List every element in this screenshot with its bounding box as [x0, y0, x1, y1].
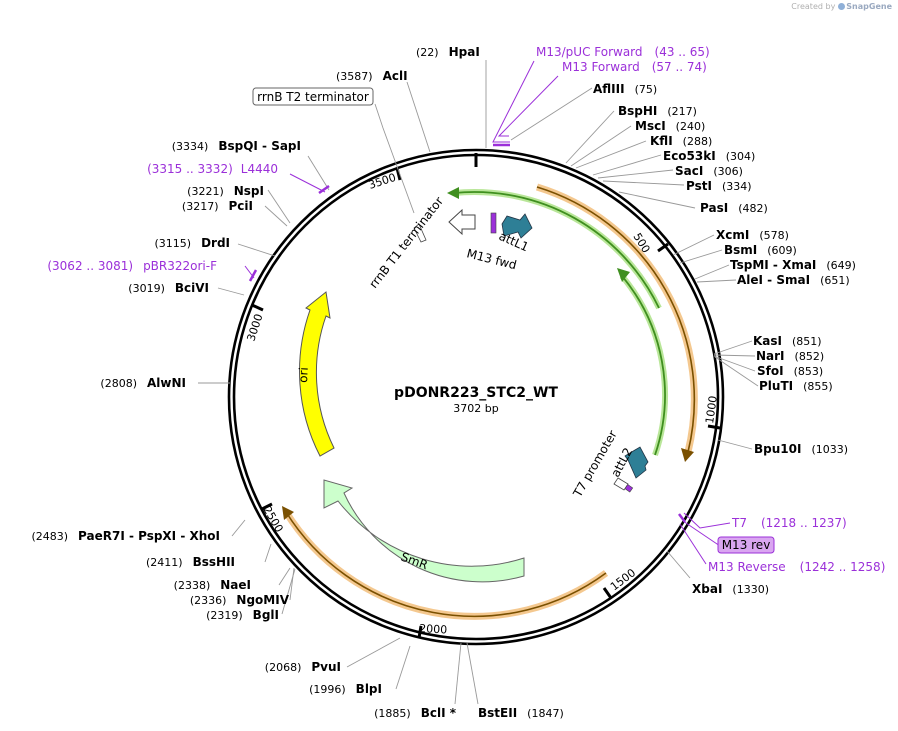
orf-arc-bottom [285, 511, 607, 618]
tick-marks [251, 153, 721, 639]
ori-feature [299, 291, 335, 457]
smr-feature [323, 479, 525, 583]
tick-500 [657, 242, 669, 253]
primer-pbr322ori-f: (3062 .. 3081)pBR322ori-F [47, 259, 217, 273]
enzyme-bcivi: (3019)BciVI [128, 281, 209, 295]
orf-arc-right [536, 186, 696, 453]
enzyme-drdi: (3115)DrdI [154, 236, 230, 250]
rrnb-t1-label: rrnB T1 terminator [366, 194, 446, 291]
tick-label-1000: 1000 [703, 395, 720, 425]
primer-leader-lines [244, 60, 731, 565]
rrnb-t2-label-box [252, 87, 374, 106]
enzyme-bsmi: BsmI(609) [724, 243, 797, 257]
enzyme-labels-right: (22)HpaI (3587)AclI AflIII(75) BspHI(217… [336, 45, 856, 720]
enzyme-tspmi-xmai: TspMI - XmaI(649) [730, 258, 856, 272]
att-arc-inner-arrowhead [617, 268, 630, 282]
plasmid-size: 3702 bp [453, 402, 498, 415]
enzyme-naei: (2338)NaeI [174, 578, 251, 592]
enzyme-bcli: (1885)BclI * [374, 706, 457, 720]
tick-label-2000: 2000 [419, 622, 448, 636]
att-arc-outer [453, 191, 660, 309]
enzyme-xcmi: XcmI(578) [716, 228, 789, 242]
enzyme-bsteii: BstEII(1847) [478, 706, 564, 720]
orf-arcs [282, 183, 698, 620]
enzyme-sfoi: SfoI(853) [757, 364, 823, 378]
smr-label: SmR [399, 550, 430, 573]
tick-2500 [261, 502, 273, 511]
enzyme-alwni: (2808)AlwNI [100, 376, 186, 390]
enzyme-labels-left: (1885)BclI * (1996)BlpI (2068)PvuI (2319… [31, 139, 456, 720]
rrnb-t2-mark [413, 223, 427, 243]
enzyme-bsphi: BspHI(217) [618, 104, 697, 118]
enzyme-pluti: PluTI(855) [759, 379, 833, 393]
m13-fwd-mark [490, 212, 497, 234]
primer-marks [248, 143, 686, 523]
primer-l4440: (3315 .. 3332)L4440 [147, 162, 278, 176]
t7-promoter-mark [613, 477, 629, 491]
m13-fwd-label: M13 fwd [465, 246, 518, 272]
primer-labels: M13/pUC Forward(43 .. 65) M13 Forward(57… [47, 45, 885, 574]
orf-arc-right-arrowhead [681, 448, 694, 462]
enzyme-paer7i-pspxi-xhoi: (2483)PaeR7I - PspXI - XhoI [31, 529, 220, 543]
enzyme-kasi: KasI(851) [753, 334, 822, 348]
attl1-region [413, 208, 533, 243]
attl1-box [501, 213, 533, 239]
enzyme-psti: PstI(334) [686, 179, 752, 193]
tick-1000 [707, 424, 721, 430]
rrnb-t2-label: rrnB T2 terminator [257, 90, 369, 104]
enzyme-xbai: XbaI(1330) [692, 582, 769, 596]
enzyme-blpi: (1996)BlpI [309, 682, 382, 696]
attl2-box [624, 446, 649, 479]
tick-1500 [602, 587, 613, 599]
enzyme-eco53ki: Eco53kI(304) [663, 149, 755, 163]
enzyme-bpu10i: Bpu10I(1033) [754, 442, 848, 456]
tick-3000 [251, 303, 264, 312]
primer-m13-rev: M13 rev [722, 538, 771, 552]
primer-m13-reverse: M13 Reverse(1242 .. 1258) [708, 560, 885, 574]
enzyme-acli: (3587)AclI [336, 69, 408, 83]
leader-lines [198, 60, 759, 705]
ori-label: ori [296, 367, 311, 383]
enzyme-ngomiv: (2336)NgoMIV [190, 593, 290, 607]
rrnb-t1-arrow [448, 208, 476, 236]
plasmid-name: pDONR223_STC2_WT [394, 385, 558, 401]
enzyme-bsshii: (2411)BssHII [146, 555, 235, 569]
enzyme-afliii: AflIII(75) [593, 82, 657, 96]
orf-arc-bottom-arrowhead [282, 506, 294, 520]
enzyme-pasi: PasI(482) [700, 201, 768, 215]
primer-t7: T7(1218 .. 1237) [731, 516, 847, 530]
tick-2000 [417, 625, 423, 639]
primer-m13-puc-forward: M13/pUC Forward(43 .. 65) [536, 45, 710, 59]
enzyme-msci: MscI(240) [635, 119, 705, 133]
enzyme-nspi: (3221)NspI [187, 184, 264, 198]
att-arc-outer-arrowhead [447, 187, 459, 199]
primer-m13-forward: M13 Forward(57 .. 74) [562, 60, 707, 74]
att-arc-inner [621, 275, 666, 456]
enzyme-saci: SacI(306) [675, 164, 743, 178]
enzyme-nari: NarI(852) [756, 349, 824, 363]
enzyme-kfli: KflI(288) [650, 134, 712, 148]
snapgene-logo-icon [838, 3, 846, 10]
enzyme-pvui: (2068)PvuI [265, 660, 341, 674]
enzyme-bgli: (2319)BglI [206, 608, 279, 622]
enzyme-pcii: (3217)PciI [182, 199, 253, 213]
primer-m13-rev-box [717, 536, 775, 554]
enzyme-alei-smai: AleI - SmaI(651) [737, 273, 850, 287]
enzyme-hpai: (22)HpaI [416, 45, 480, 59]
attl2-region [613, 446, 649, 493]
enzyme-bspqi-sapi: (3334)BspQI - SapI [172, 139, 301, 153]
tick-3500 [395, 167, 402, 181]
att-arcs [447, 187, 668, 456]
tick-label-2500: 2500 [260, 504, 285, 535]
